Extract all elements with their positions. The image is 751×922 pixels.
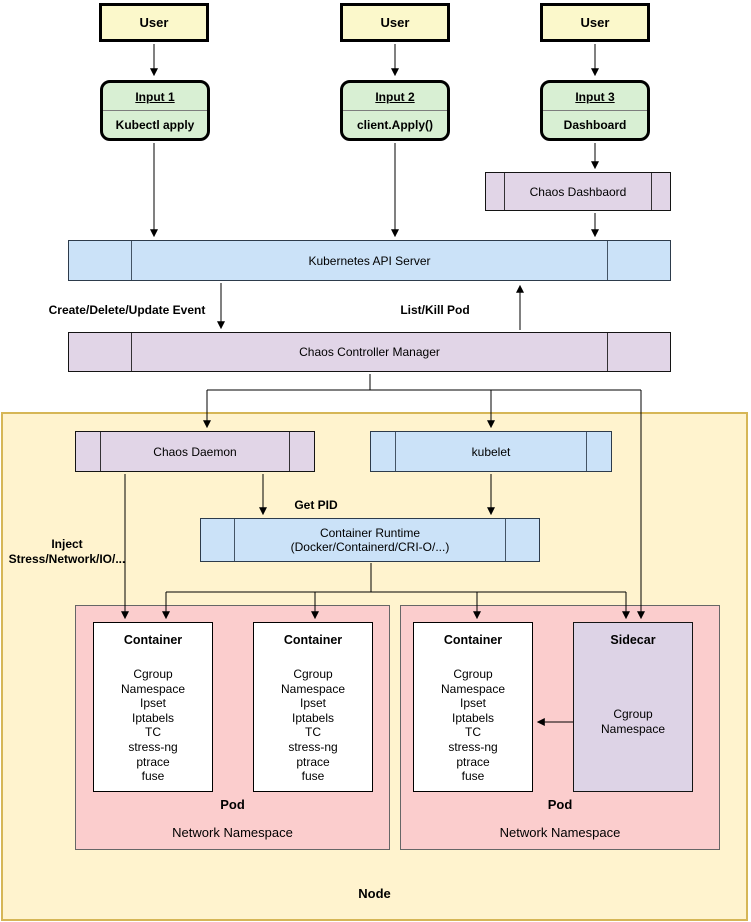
chaos-dashboard-box: Chaos Dashbaord (485, 172, 671, 211)
inject-stress-label: Inject Stress/Network/IO/... (2, 537, 132, 567)
user-3-label: User (580, 15, 610, 30)
inject-label-line2: Stress/Network/IO/... (8, 552, 126, 566)
input-2-title: Input 2 (375, 89, 415, 104)
input-3-subtitle: Dashboard (543, 110, 647, 138)
list-item: Cgroup (613, 707, 653, 721)
kubernetes-api-server-box: Kubernetes API Server (68, 240, 671, 281)
list-item: fuse (141, 769, 165, 784)
input-1-subtitle: Kubectl apply (103, 110, 207, 138)
list-item: fuse (461, 769, 485, 784)
sidecar-title: Sidecar (610, 633, 656, 647)
chaos-controller-manager-label: Chaos Controller Manager (299, 345, 440, 359)
user-1-label: User (139, 15, 169, 30)
kubelet-label: kubelet (471, 444, 511, 459)
chaos-daemon-box: Chaos Daemon (75, 431, 315, 472)
pod-1-label: Pod (220, 797, 245, 812)
list-item: Cgroup (293, 667, 333, 681)
list-item: Namespace (120, 681, 186, 696)
input-1-title: Input 1 (135, 89, 175, 104)
list-item: stress-ng (448, 739, 498, 754)
kubelet-box: kubelet (370, 431, 612, 472)
container-runtime-label-line1: Container Runtime (319, 526, 421, 540)
list-item: Ipset (139, 696, 166, 711)
input-3-title: Input 3 (575, 89, 615, 104)
container-2-title: Container (283, 633, 343, 647)
list-item: ptrace (456, 754, 490, 769)
container-3-title: Container (443, 633, 503, 647)
container-1-title: Container (123, 633, 183, 647)
list-item: Ipset (299, 696, 326, 711)
list-item: Namespace (280, 681, 346, 696)
chaos-daemon-label: Chaos Daemon (153, 444, 237, 459)
chaos-controller-manager-box: Chaos Controller Manager (68, 332, 671, 372)
list-item: ptrace (296, 754, 330, 769)
user-box-2: User (340, 3, 450, 42)
get-pid-label: Get PID (294, 498, 338, 512)
list-item: Namespace (600, 722, 666, 736)
list-item: fuse (301, 769, 325, 784)
list-kill-pod-label: List/Kill Pod (400, 303, 470, 317)
list-item: Cgroup (133, 667, 173, 681)
input-box-2: Input 2 client.Apply() (340, 80, 450, 141)
list-item: Iptabels (291, 710, 335, 725)
list-item: Iptabels (131, 710, 175, 725)
input-box-3: Input 3 Dashboard (540, 80, 650, 141)
list-item: Cgroup (453, 667, 493, 681)
pod-2-network-namespace-label: Network Namespace (499, 825, 621, 840)
list-item: stress-ng (288, 739, 338, 754)
list-item: ptrace (136, 754, 170, 769)
list-item: stress-ng (128, 739, 178, 754)
list-item: TC (465, 725, 481, 740)
list-item: Ipset (459, 696, 486, 711)
input-2-subtitle: client.Apply() (343, 110, 447, 138)
user-box-1: User (99, 3, 209, 42)
user-box-3: User (540, 3, 650, 42)
pod-2-label: Pod (547, 797, 573, 812)
node-label: Node (358, 886, 391, 901)
kubernetes-api-server-label: Kubernetes API Server (308, 253, 431, 268)
list-item: TC (305, 725, 321, 740)
chaos-dashboard-label: Chaos Dashbaord (529, 184, 627, 199)
create-delete-update-event-label: Create/Delete/Update Event (48, 303, 206, 317)
pod-1-network-namespace-label: Network Namespace (172, 825, 293, 840)
list-item: TC (145, 725, 161, 740)
user-2-label: User (380, 15, 410, 30)
inject-label-line1: Inject (51, 537, 83, 551)
list-item: Namespace (440, 681, 506, 696)
container-runtime-box: Container Runtime (Docker/Containerd/CRI… (200, 518, 540, 562)
input-box-1: Input 1 Kubectl apply (100, 80, 210, 141)
container-runtime-label-line2: (Docker/Containerd/CRI-O/...) (290, 540, 450, 554)
list-item: Iptabels (451, 710, 495, 725)
